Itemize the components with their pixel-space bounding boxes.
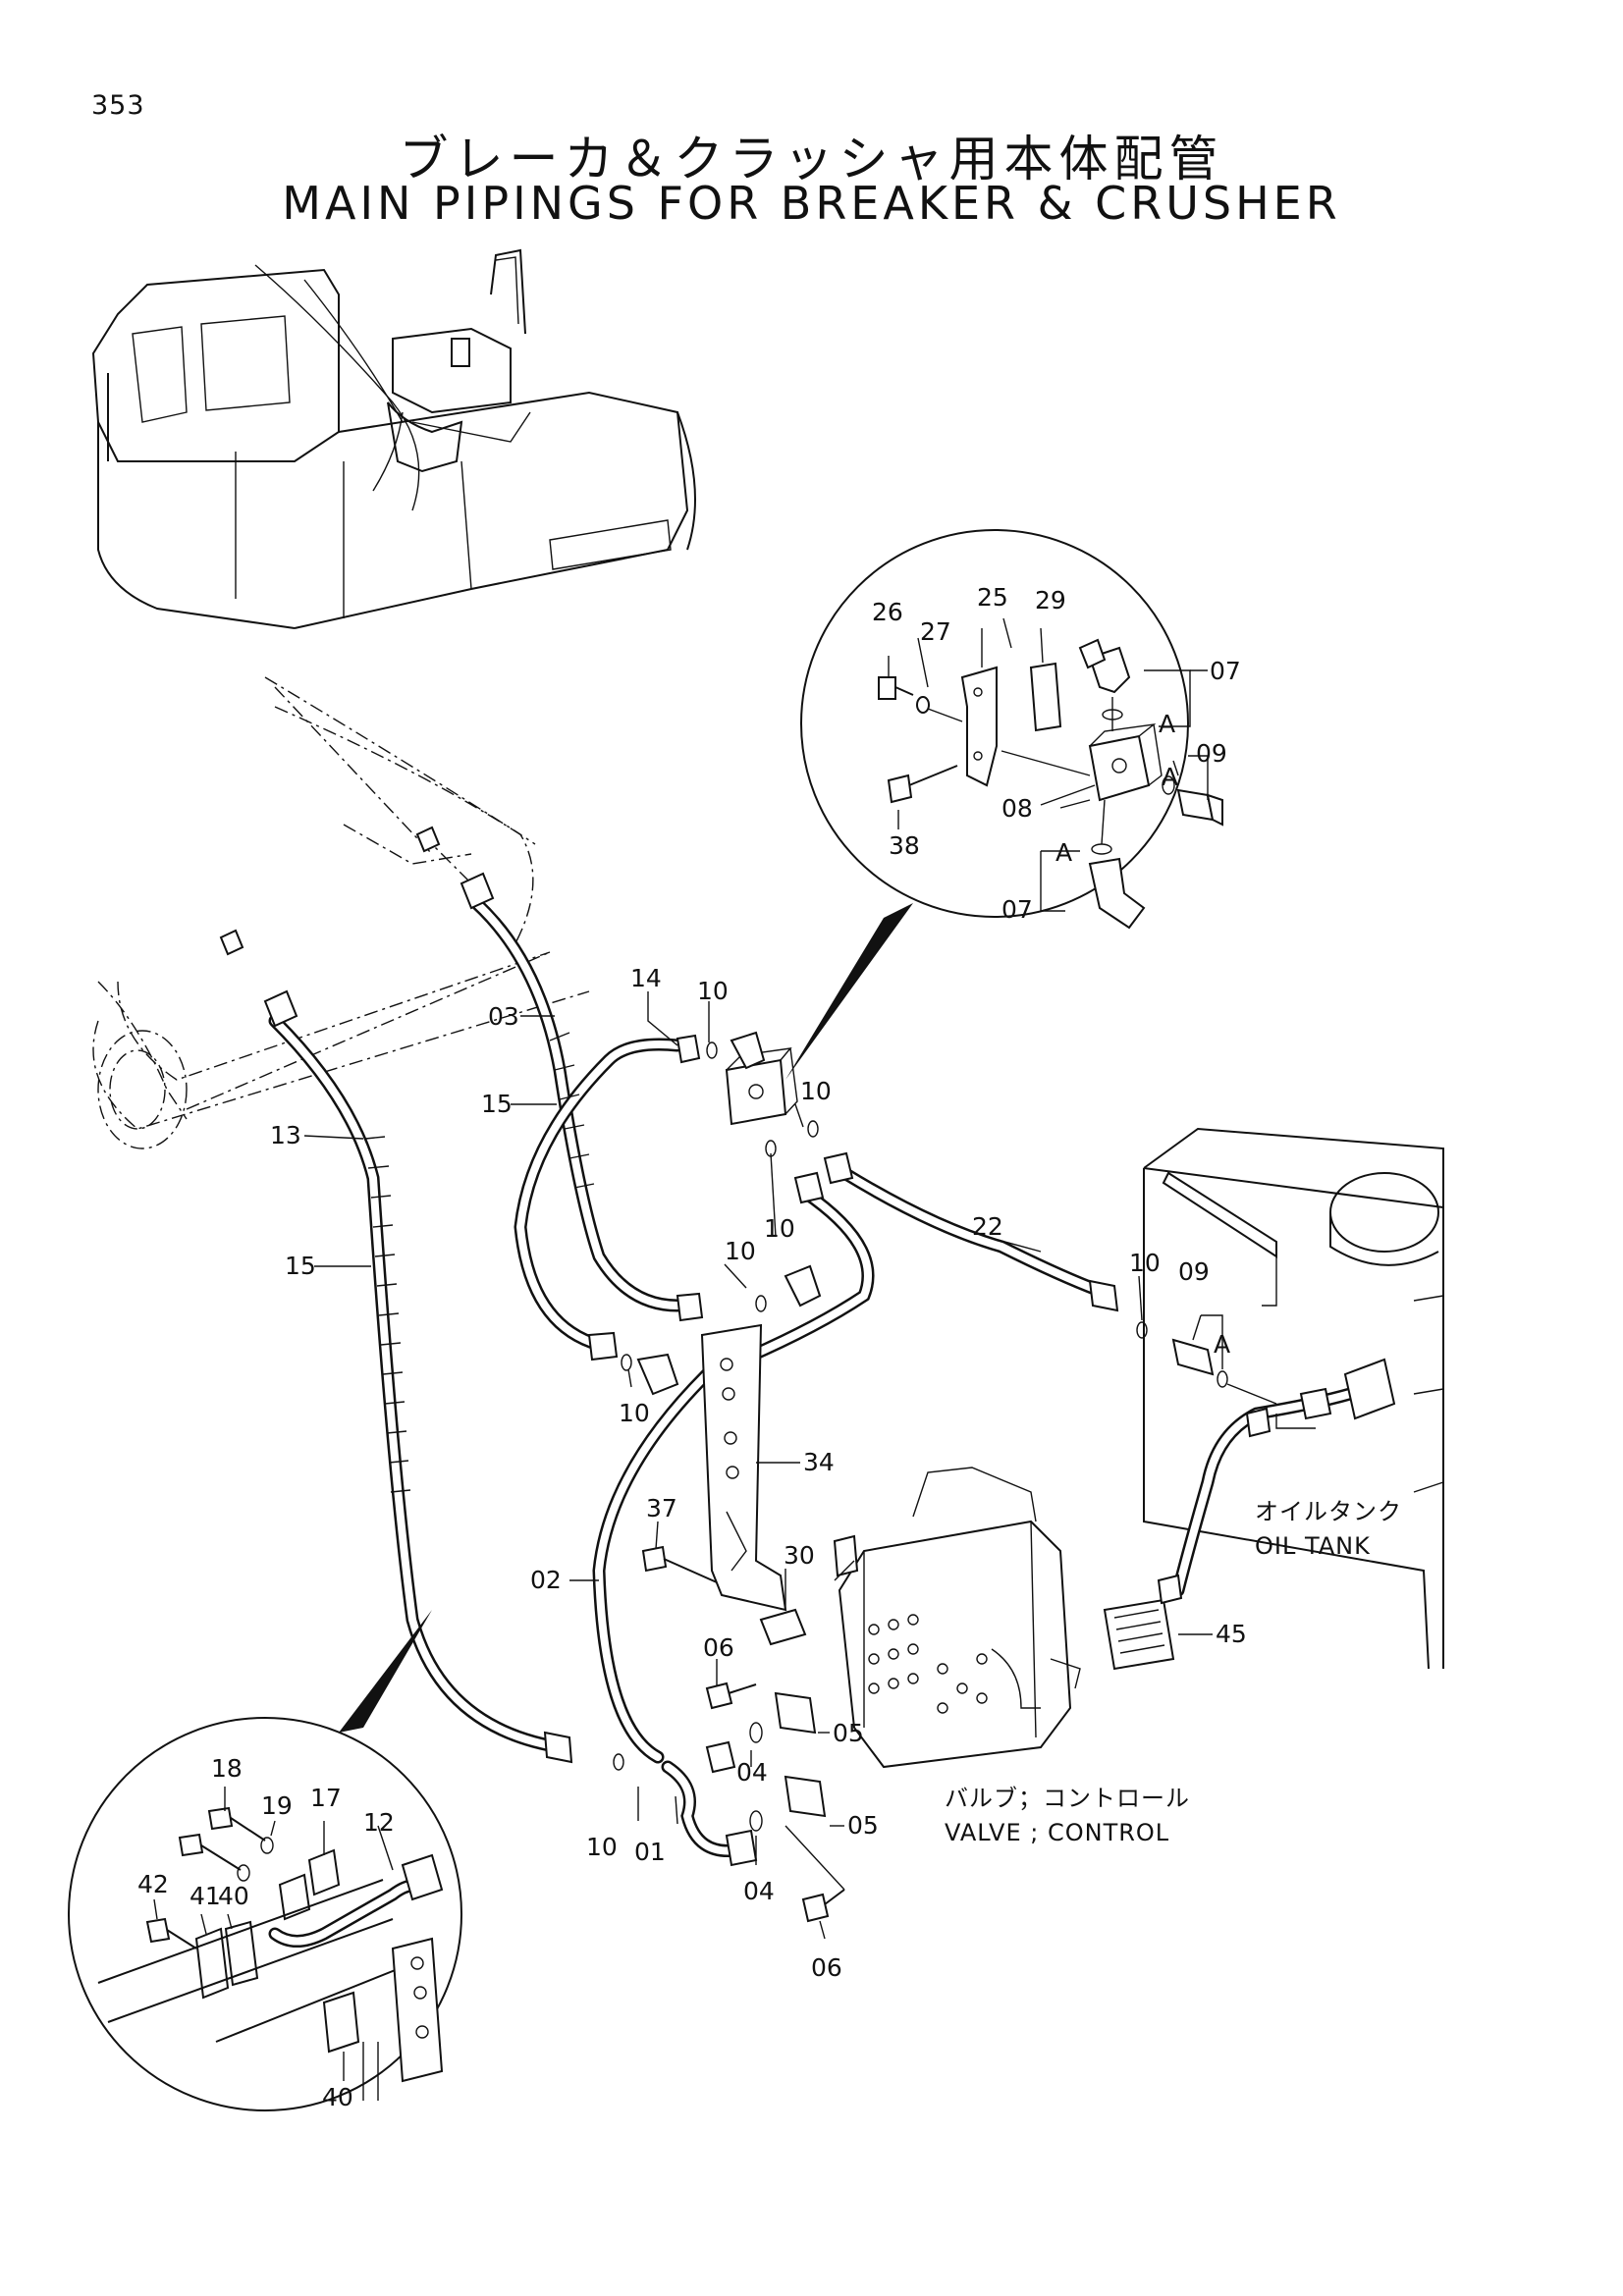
label-06-lower: 06 xyxy=(811,1953,842,1982)
label-26: 26 xyxy=(872,598,903,626)
excavator-overview xyxy=(91,248,696,629)
title-japanese: ブレーカ＆クラッシャ用本体配管 xyxy=(399,131,1224,187)
label-13: 13 xyxy=(270,1121,301,1149)
detail-circle-bottom: 18 19 17 12 42 41 40 40 xyxy=(68,1610,462,2111)
label-A-1: A xyxy=(1159,710,1175,738)
valve-label-en: VALVE ; CONTROL xyxy=(945,1819,1169,1846)
clamp-17 xyxy=(307,1848,341,1896)
label-25: 25 xyxy=(977,583,1008,612)
boom-structure xyxy=(92,676,590,1149)
bolt-26 xyxy=(878,676,896,700)
bracket-25 xyxy=(960,666,998,787)
fittings xyxy=(219,826,1277,1923)
elbow-07-bottom xyxy=(1088,857,1146,930)
label-06-upper: 06 xyxy=(703,1633,734,1662)
valve-block-08 xyxy=(1088,734,1151,802)
oil-tank xyxy=(1143,1127,1444,1670)
label-10-g: 10 xyxy=(586,1833,618,1861)
label-41: 41 xyxy=(189,1882,221,1910)
label-10-e: 10 xyxy=(1129,1249,1161,1277)
bolt-06-lower xyxy=(801,1893,830,1923)
bracket-34 xyxy=(700,1323,787,1612)
plate-41 xyxy=(194,1927,230,2000)
oil-tank-label-en: OIL TANK xyxy=(1255,1532,1371,1560)
label-05-upper: 05 xyxy=(833,1719,864,1747)
label-34: 34 xyxy=(803,1448,835,1476)
label-09-detail: 09 xyxy=(1196,739,1227,768)
label-10-b: 10 xyxy=(800,1077,832,1105)
clamp-40-upper xyxy=(224,1920,259,1987)
label-05-lower: 05 xyxy=(847,1811,879,1840)
valve-label-jp: バルブ；コントロール xyxy=(945,1785,1190,1812)
page-number: 353 xyxy=(91,90,145,121)
bolt-37 xyxy=(641,1545,668,1573)
label-10-d: 10 xyxy=(725,1237,756,1265)
callout-pointer-bottom xyxy=(339,1610,432,1733)
callout-pointer-top xyxy=(785,903,913,1080)
label-09-tank: 09 xyxy=(1178,1257,1210,1286)
label-04-lower: 04 xyxy=(743,1877,775,1905)
label-07-bottom: 07 xyxy=(1001,895,1033,924)
label-29: 29 xyxy=(1035,586,1066,614)
valve-block-08-main xyxy=(725,1058,787,1126)
adapter-09-tank xyxy=(1171,1338,1215,1376)
washer-27 xyxy=(916,696,930,714)
oil-tank-label-jp: オイルタンク xyxy=(1255,1498,1402,1525)
label-30: 30 xyxy=(784,1541,815,1570)
label-17: 17 xyxy=(310,1784,342,1812)
bolt-06-upper xyxy=(705,1682,733,1710)
clamp-40-lower xyxy=(322,1991,360,2054)
label-A-2: A xyxy=(1162,763,1178,791)
part-labels: 14 10 03 10 15 10 22 13 15 10 10 09 A 10… xyxy=(270,964,1247,1982)
hoses xyxy=(268,686,1107,1764)
label-40-lower: 40 xyxy=(322,2083,353,2111)
label-12: 12 xyxy=(363,1808,395,1837)
bolt-42 xyxy=(145,1917,171,1944)
flange-05-lower xyxy=(784,1775,827,1818)
label-10-c: 10 xyxy=(764,1214,795,1243)
label-38: 38 xyxy=(889,831,920,860)
label-22: 22 xyxy=(972,1212,1003,1241)
plate-45 xyxy=(1103,1598,1175,1671)
label-03: 03 xyxy=(488,1002,519,1031)
label-15-lower: 15 xyxy=(285,1252,316,1280)
label-19: 19 xyxy=(261,1791,293,1820)
bolt-18 xyxy=(207,1806,234,1831)
component-notes: オイルタンク OIL TANK バルブ；コントロール VALVE ; CONTR… xyxy=(945,1498,1402,1846)
label-10-a: 10 xyxy=(697,977,729,1005)
label-A-4: A xyxy=(1214,1330,1230,1359)
leader-lines xyxy=(303,991,1223,1940)
detail-circle-top: 26 27 25 29 07 A A 09 38 08 A 07 xyxy=(785,529,1241,1080)
title-english: MAIN PIPINGS FOR BREAKER & CRUSHER xyxy=(282,177,1341,230)
control-valve xyxy=(833,1467,1081,1769)
label-02: 02 xyxy=(530,1566,562,1594)
label-A-3: A xyxy=(1055,838,1072,867)
label-01: 01 xyxy=(634,1838,666,1866)
label-42: 42 xyxy=(137,1870,169,1898)
label-14: 14 xyxy=(630,964,662,992)
label-40-upper: 40 xyxy=(218,1882,249,1910)
label-10-f: 10 xyxy=(619,1399,650,1427)
label-18: 18 xyxy=(211,1754,243,1783)
label-37: 37 xyxy=(646,1494,677,1522)
label-04-upper: 04 xyxy=(736,1758,768,1787)
label-15-upper: 15 xyxy=(481,1090,513,1118)
block-29 xyxy=(1029,662,1062,732)
flange-05-upper xyxy=(774,1691,817,1735)
label-27: 27 xyxy=(920,617,951,646)
label-45: 45 xyxy=(1216,1620,1247,1648)
label-08: 08 xyxy=(1001,794,1033,823)
bolt-38 xyxy=(887,774,913,804)
label-07-top: 07 xyxy=(1210,657,1241,685)
block-30 xyxy=(759,1608,807,1646)
